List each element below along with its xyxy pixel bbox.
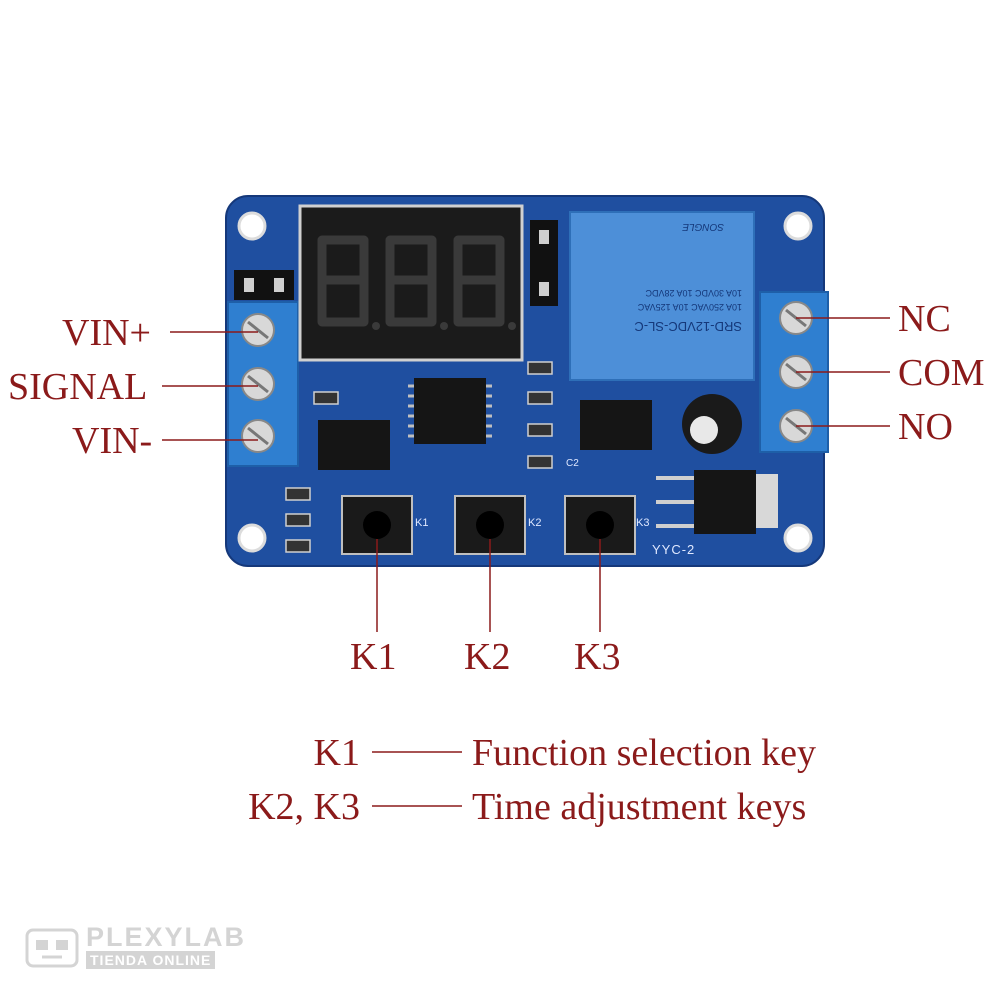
label-k3: K3 xyxy=(574,636,621,678)
microcontroller-chip xyxy=(414,378,486,444)
optocoupler-left xyxy=(318,420,390,470)
jumper xyxy=(234,270,294,300)
silkscreen-k2: K2 xyxy=(528,517,541,529)
label-k2: K2 xyxy=(464,636,511,678)
relay-rating-text-1: 10A 250VAC 10A 125VAC xyxy=(637,302,742,312)
display-digits xyxy=(317,235,505,327)
silkscreen-c2: C2 xyxy=(566,458,579,469)
watermark-logo: PLEXYLAB TIENDA ONLINE xyxy=(24,922,254,972)
mount-hole xyxy=(237,211,267,241)
legend-k2k3-description: Time adjustment keys xyxy=(472,786,807,828)
label-com: COM xyxy=(898,352,985,394)
label-vin-plus: VIN+ xyxy=(62,312,151,354)
optocoupler-right xyxy=(580,400,652,450)
mount-hole xyxy=(783,211,813,241)
mount-hole xyxy=(783,523,813,553)
smd-components xyxy=(285,361,553,553)
legend-k2k3-key: K2, K3 xyxy=(248,786,360,828)
label-k1: K1 xyxy=(350,636,397,678)
voltage-regulator xyxy=(694,470,756,534)
legend-k1-description: Function selection key xyxy=(472,732,817,774)
watermark-subtitle: TIENDA ONLINE xyxy=(86,951,216,969)
relay-model-text: SRD-12VDC-SL-C xyxy=(634,319,742,334)
label-signal: SIGNAL xyxy=(8,366,148,408)
silkscreen-k1: K1 xyxy=(415,517,428,529)
leader-lines xyxy=(162,317,890,807)
mount-hole xyxy=(237,523,267,553)
robot-face-icon xyxy=(25,928,79,968)
left-screws xyxy=(241,313,275,453)
watermark-name: PLEXYLAB xyxy=(86,922,247,952)
silkscreen-k3: K3 xyxy=(636,517,649,529)
label-vin-minus: VIN- xyxy=(72,420,153,462)
board-model: YYC-2 xyxy=(652,542,695,557)
relay-rating-text-2: 10A 30VDC 10A 28VDC xyxy=(645,288,742,298)
relay xyxy=(569,211,755,381)
relay-brand-text: SONGLE xyxy=(682,221,724,232)
label-no: NO xyxy=(898,406,953,448)
legend-k1-key: K1 xyxy=(313,732,360,774)
label-nc: NC xyxy=(898,298,951,340)
